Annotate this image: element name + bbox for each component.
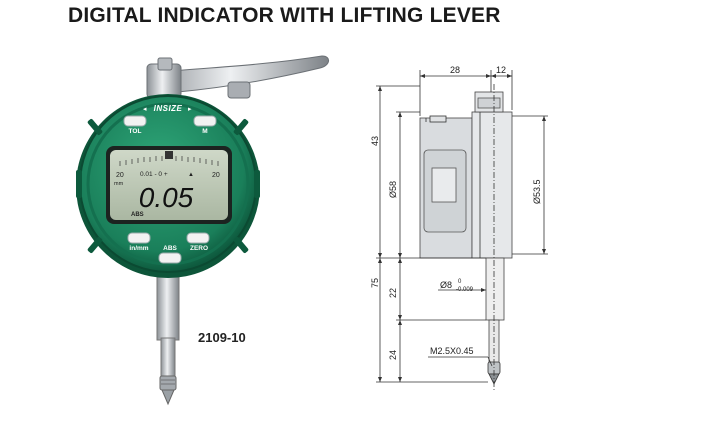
dim-stem-tol-lower: -0.009 [456,287,474,293]
lcd-display: 20 mm 0.01 - 0 + ▲ 20 0.05 ABS [106,146,232,224]
abs-button-label: ABS [163,245,177,252]
dim-top-width: 28 [450,65,460,75]
dim-tip-length: 24 [388,350,398,360]
lifting-lever [146,55,329,99]
lcd-reading: 0.05 [139,182,194,213]
zero-button[interactable]: ZERO [186,232,210,252]
brand-arrow-right-icon: ▸ [188,106,192,113]
model-number: 2109-10 [198,330,246,345]
indicator-stem [156,261,180,406]
bar-scale [119,156,219,166]
scale-unit-label: mm [114,181,124,187]
scale-center-label: 0.01 - 0 + [140,171,168,178]
in-mm-button-label: in/mm [129,245,148,252]
dim-diameter-body: Ø58 [388,181,398,198]
brand-arrow-left-icon: ◂ [143,106,147,113]
in-mm-button[interactable]: in/mm [127,232,151,252]
m-button-label: M [202,128,207,135]
abs-button[interactable]: ABS [158,245,182,264]
dim-top-extra: 12 [496,65,506,75]
dim-height-upper: 43 [370,136,380,146]
scale-right-label: 20 [212,172,220,179]
scale-left-label: 20 [116,172,124,179]
zero-button-label: ZERO [190,245,208,252]
brand-logo: INSIZE [154,104,183,113]
indicator-illustration: INSIZE ◂ ▸ TOL M 20 mm 0.01 - 0 + ▲ 20 0… [76,55,329,406]
dim-stem-diameter: Ø8 [440,280,452,290]
dim-length-lower: 75 [370,278,380,288]
lcd-mode: ABS [131,212,144,218]
dim-thread: M2.5X0.45 [430,346,474,356]
tol-button[interactable]: TOL [123,115,147,135]
dim-stem-tol-upper: 0 [458,279,462,285]
page-title: DIGITAL INDICATOR WITH LIFTING LEVER [68,4,501,27]
dim-diameter-face: Ø53.5 [532,179,542,204]
dim-stem-length: 22 [388,288,398,298]
m-button[interactable]: M [193,115,217,135]
tol-button-label: TOL [129,128,142,135]
tolerance-up-icon: ▲ [188,172,194,178]
